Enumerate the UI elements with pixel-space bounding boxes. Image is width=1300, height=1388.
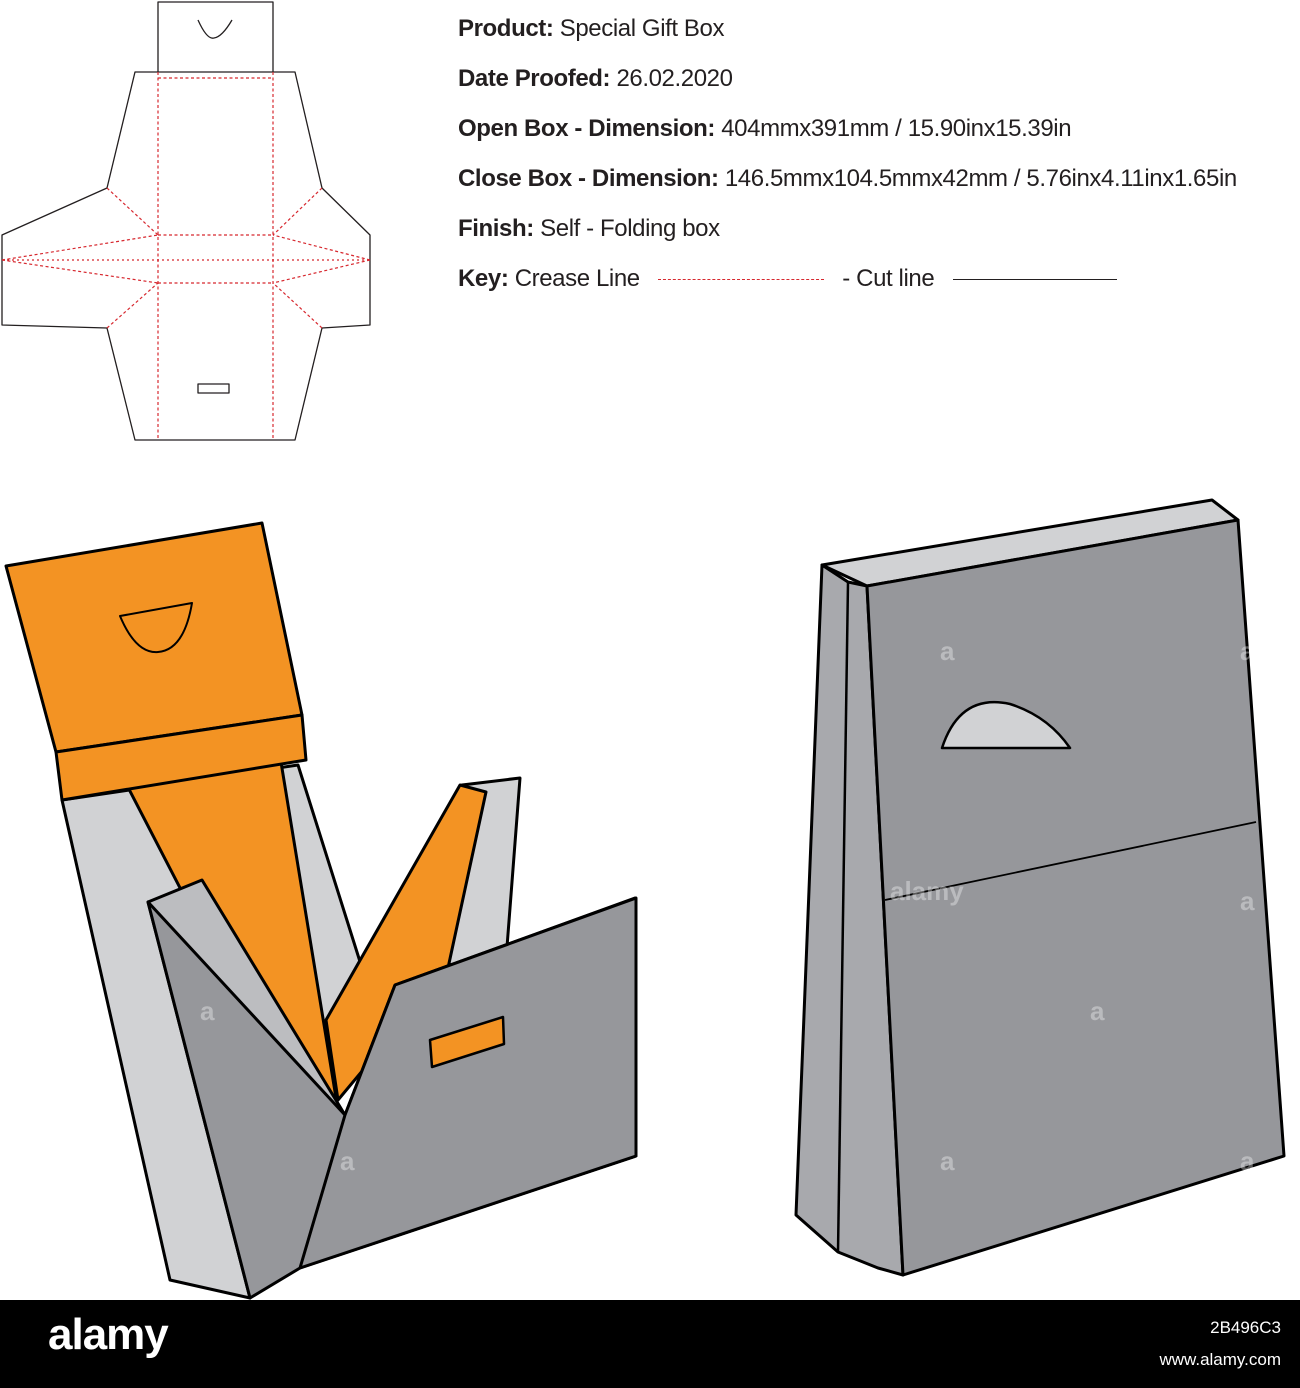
closed-box-crease bbox=[884, 821, 1257, 901]
spec-finish: Finish: Self - Folding box bbox=[458, 210, 1300, 260]
spec-product: Product: Special Gift Box bbox=[458, 10, 1300, 60]
spec-finish-value: Self - Folding box bbox=[540, 215, 720, 242]
dieline-crease-lines bbox=[1, 72, 371, 440]
crease-line-sample bbox=[658, 279, 824, 281]
spec-key-label: Key: bbox=[458, 265, 509, 292]
cut-line-sample bbox=[952, 279, 1117, 281]
open-box-illustration bbox=[4, 521, 638, 1300]
dieline-template bbox=[1, 1, 371, 441]
svg-text:a: a bbox=[1090, 996, 1105, 1026]
spec-open-dimension: Open Box - Dimension: 404mmx391mm / 15.9… bbox=[458, 110, 1300, 160]
open-box-lid-notch bbox=[119, 602, 193, 654]
dieline-cut-outline bbox=[1, 71, 371, 441]
closed-box-illustration bbox=[794, 498, 1286, 1277]
closed-box-thumb-cut bbox=[940, 700, 1072, 750]
spec-product-value: Special Gift Box bbox=[559, 15, 725, 42]
spec-date-value: 26.02.2020 bbox=[616, 65, 733, 92]
spec-block: Product: Special Gift Box Date Proofed: … bbox=[458, 10, 1300, 310]
image-id: 2B496C3 bbox=[1210, 1318, 1281, 1337]
svg-text:alamy: alamy bbox=[890, 876, 964, 906]
svg-text:a: a bbox=[200, 996, 215, 1026]
alamy-logo: alamy bbox=[48, 1310, 169, 1359]
dieline-slot bbox=[197, 383, 230, 394]
dieline-thumb-notch bbox=[197, 19, 233, 39]
key-cut-text: - Cut line bbox=[842, 265, 935, 292]
svg-text:a: a bbox=[1240, 636, 1255, 666]
spec-finish-label: Finish: bbox=[458, 215, 534, 242]
watermark-glyphs: a a alamy a a a a a a bbox=[200, 636, 1255, 1176]
footer-meta: 2B496C3 www.alamy.com bbox=[893, 1312, 1281, 1376]
footer-bar: alamy 2B496C3 www.alamy.com bbox=[0, 1300, 1300, 1388]
spec-product-label: Product: bbox=[458, 15, 554, 42]
spec-close-label: Close Box - Dimension: bbox=[458, 165, 719, 192]
spec-open-value: 404mmx391mm / 15.90inx15.39in bbox=[721, 115, 1072, 142]
spec-close-value: 146.5mmx104.5mmx42mm / 5.76inx4.11inx1.6… bbox=[724, 165, 1237, 192]
svg-text:a: a bbox=[1240, 886, 1255, 916]
svg-text:a: a bbox=[940, 636, 955, 666]
closed-box-side bbox=[794, 563, 905, 1277]
packaging-diagram: a a alamy a a a a a a bbox=[1, 1, 1286, 1300]
open-box-slot bbox=[428, 1015, 506, 1069]
svg-text:a: a bbox=[1240, 1146, 1255, 1176]
svg-text:a: a bbox=[940, 1146, 955, 1176]
key-crease-text: Crease Line bbox=[514, 265, 640, 292]
svg-text:a: a bbox=[340, 1146, 355, 1176]
site-url: www.alamy.com bbox=[1159, 1350, 1281, 1369]
spec-close-dimension: Close Box - Dimension: 146.5mmx104.5mmx4… bbox=[458, 160, 1300, 210]
open-box-front-panel-top bbox=[298, 896, 638, 1270]
spec-date: Date Proofed: 26.02.2020 bbox=[458, 60, 1300, 110]
spec-open-label: Open Box - Dimension: bbox=[458, 115, 715, 142]
open-box-lid-strip bbox=[54, 713, 308, 802]
spec-date-label: Date Proofed: bbox=[458, 65, 611, 92]
spec-key: Key: Crease Line - Cut line bbox=[458, 260, 1300, 310]
